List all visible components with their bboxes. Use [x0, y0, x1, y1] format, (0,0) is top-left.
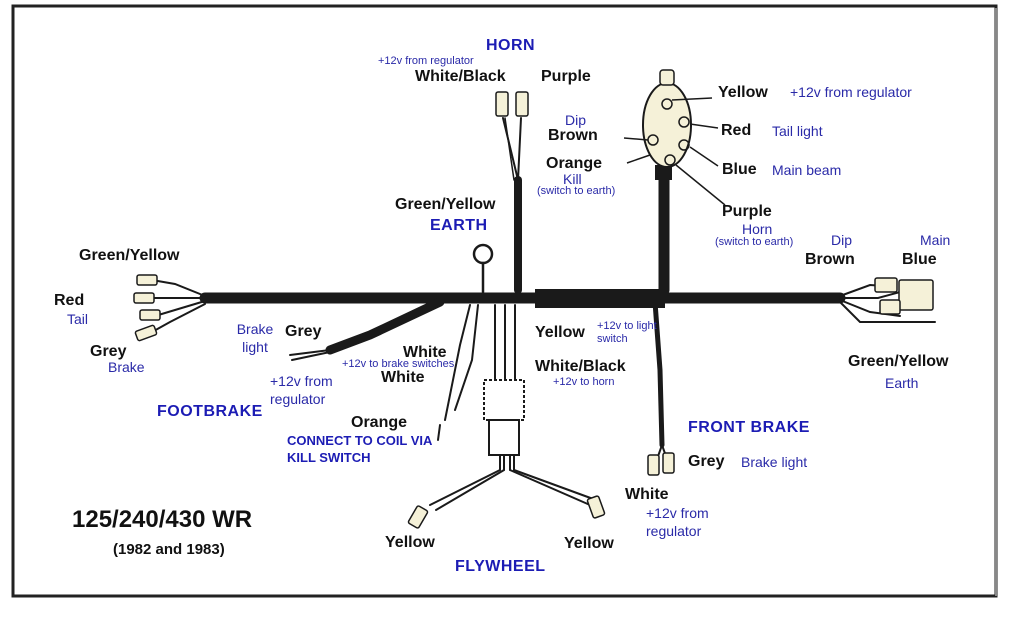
front-brake-light-note: Brake light — [741, 454, 808, 470]
tail-wire-green-yellow: Green/Yellow — [79, 247, 180, 264]
earth-title: EARTH — [430, 217, 488, 234]
center-brake-switch-note: +12v to brake switches — [342, 358, 455, 370]
footbrake-title: FOOTBRAKE — [157, 403, 263, 420]
tail-wire-red: Red — [54, 292, 85, 309]
horn-note: +12v from regulator — [378, 55, 474, 67]
headlight-connector — [874, 277, 934, 315]
tail-brake-note: Brake — [108, 359, 145, 375]
tail-wires — [149, 279, 206, 333]
center-wire-white-black: White/Black — [535, 358, 626, 375]
headlight-wires — [839, 283, 936, 323]
earth-wire-green-yellow: Green/Yellow — [395, 196, 496, 213]
switch-yellow-note: +12v from regulator — [790, 84, 912, 100]
flywheel-wire-yellow-1: Yellow — [385, 534, 435, 551]
earth-ring — [472, 243, 494, 265]
horn-wire-white-black: White/Black — [415, 68, 506, 85]
switch-dip-note: Dip — [565, 112, 587, 128]
front-brake-leg — [652, 299, 665, 448]
center-yellow-note: +12v to light switch — [597, 320, 657, 345]
horn-wire-purple: Purple — [541, 68, 591, 85]
model-years: (1982 and 1983) — [113, 541, 225, 558]
flywheel-wires — [429, 454, 501, 506]
headlight-dip-note: Dip — [831, 232, 853, 248]
switch-wire-yellow: Yellow — [718, 84, 768, 101]
flywheel-wire-yellow-2: Yellow — [564, 535, 614, 552]
center-wire-white-2: White — [381, 369, 425, 386]
switch-blue-note: Main beam — [772, 162, 842, 178]
switch-wire-purple: Purple — [722, 203, 772, 220]
switch-wire-blue: Blue — [722, 161, 757, 178]
horn-title: HORN — [486, 37, 536, 54]
tail-note: Tail — [67, 311, 89, 327]
front-brake-wire-grey: Grey — [688, 453, 725, 470]
footbrake-reg-note: +12v from regulator — [270, 373, 333, 407]
switch-wire-orange: Orange — [546, 155, 603, 172]
switch-red-note: Tail light — [772, 123, 823, 139]
flywheel-connectors — [407, 495, 606, 529]
tail-connectors — [133, 274, 161, 342]
model-title: 125/240/430 WR — [72, 506, 253, 533]
switch-wire-brown: Brown — [548, 127, 598, 144]
headlight-earth-note: Earth — [885, 375, 919, 391]
footbrake-leg — [325, 297, 445, 355]
front-brake-title: FRONT BRAKE — [688, 419, 810, 436]
headlight-wire-blue: Blue — [902, 251, 937, 268]
handlebar-switch — [623, 69, 726, 206]
center-wire-white-1: White — [403, 344, 447, 361]
center-wire-orange: Orange — [351, 414, 408, 431]
front-brake-connectors — [647, 452, 675, 476]
center-wb-note: +12v to horn — [553, 376, 615, 388]
center-coil-note: CONNECT TO COIL VIA KILL SWITCH — [287, 433, 432, 465]
flywheel-title: FLYWHEEL — [455, 558, 546, 575]
footbrake-wire-grey: Grey — [285, 323, 322, 340]
center-wire-yellow: Yellow — [535, 324, 585, 341]
horn-connectors — [495, 91, 529, 117]
front-brake-reg-note: +12v from regulator — [646, 505, 709, 539]
headlight-wire-brown: Brown — [805, 251, 855, 268]
switch-horn-detail: (switch to earth) — [715, 236, 794, 248]
tail-wire-grey: Grey — [90, 343, 127, 360]
switch-kill-note: Kill — [563, 171, 582, 187]
switch-wire-red: Red — [721, 122, 752, 139]
switch-kill-detail: (switch to earth) — [537, 185, 616, 197]
switch-horn-note: Horn — [742, 221, 773, 237]
flywheel-connector — [483, 379, 525, 421]
headlight-main-note: Main — [920, 232, 951, 248]
footbrake-brake-light-note: Brake light — [236, 321, 274, 355]
headlight-wire-green-yellow: Green/Yellow — [848, 353, 949, 370]
front-brake-wire-white: White — [625, 486, 669, 503]
